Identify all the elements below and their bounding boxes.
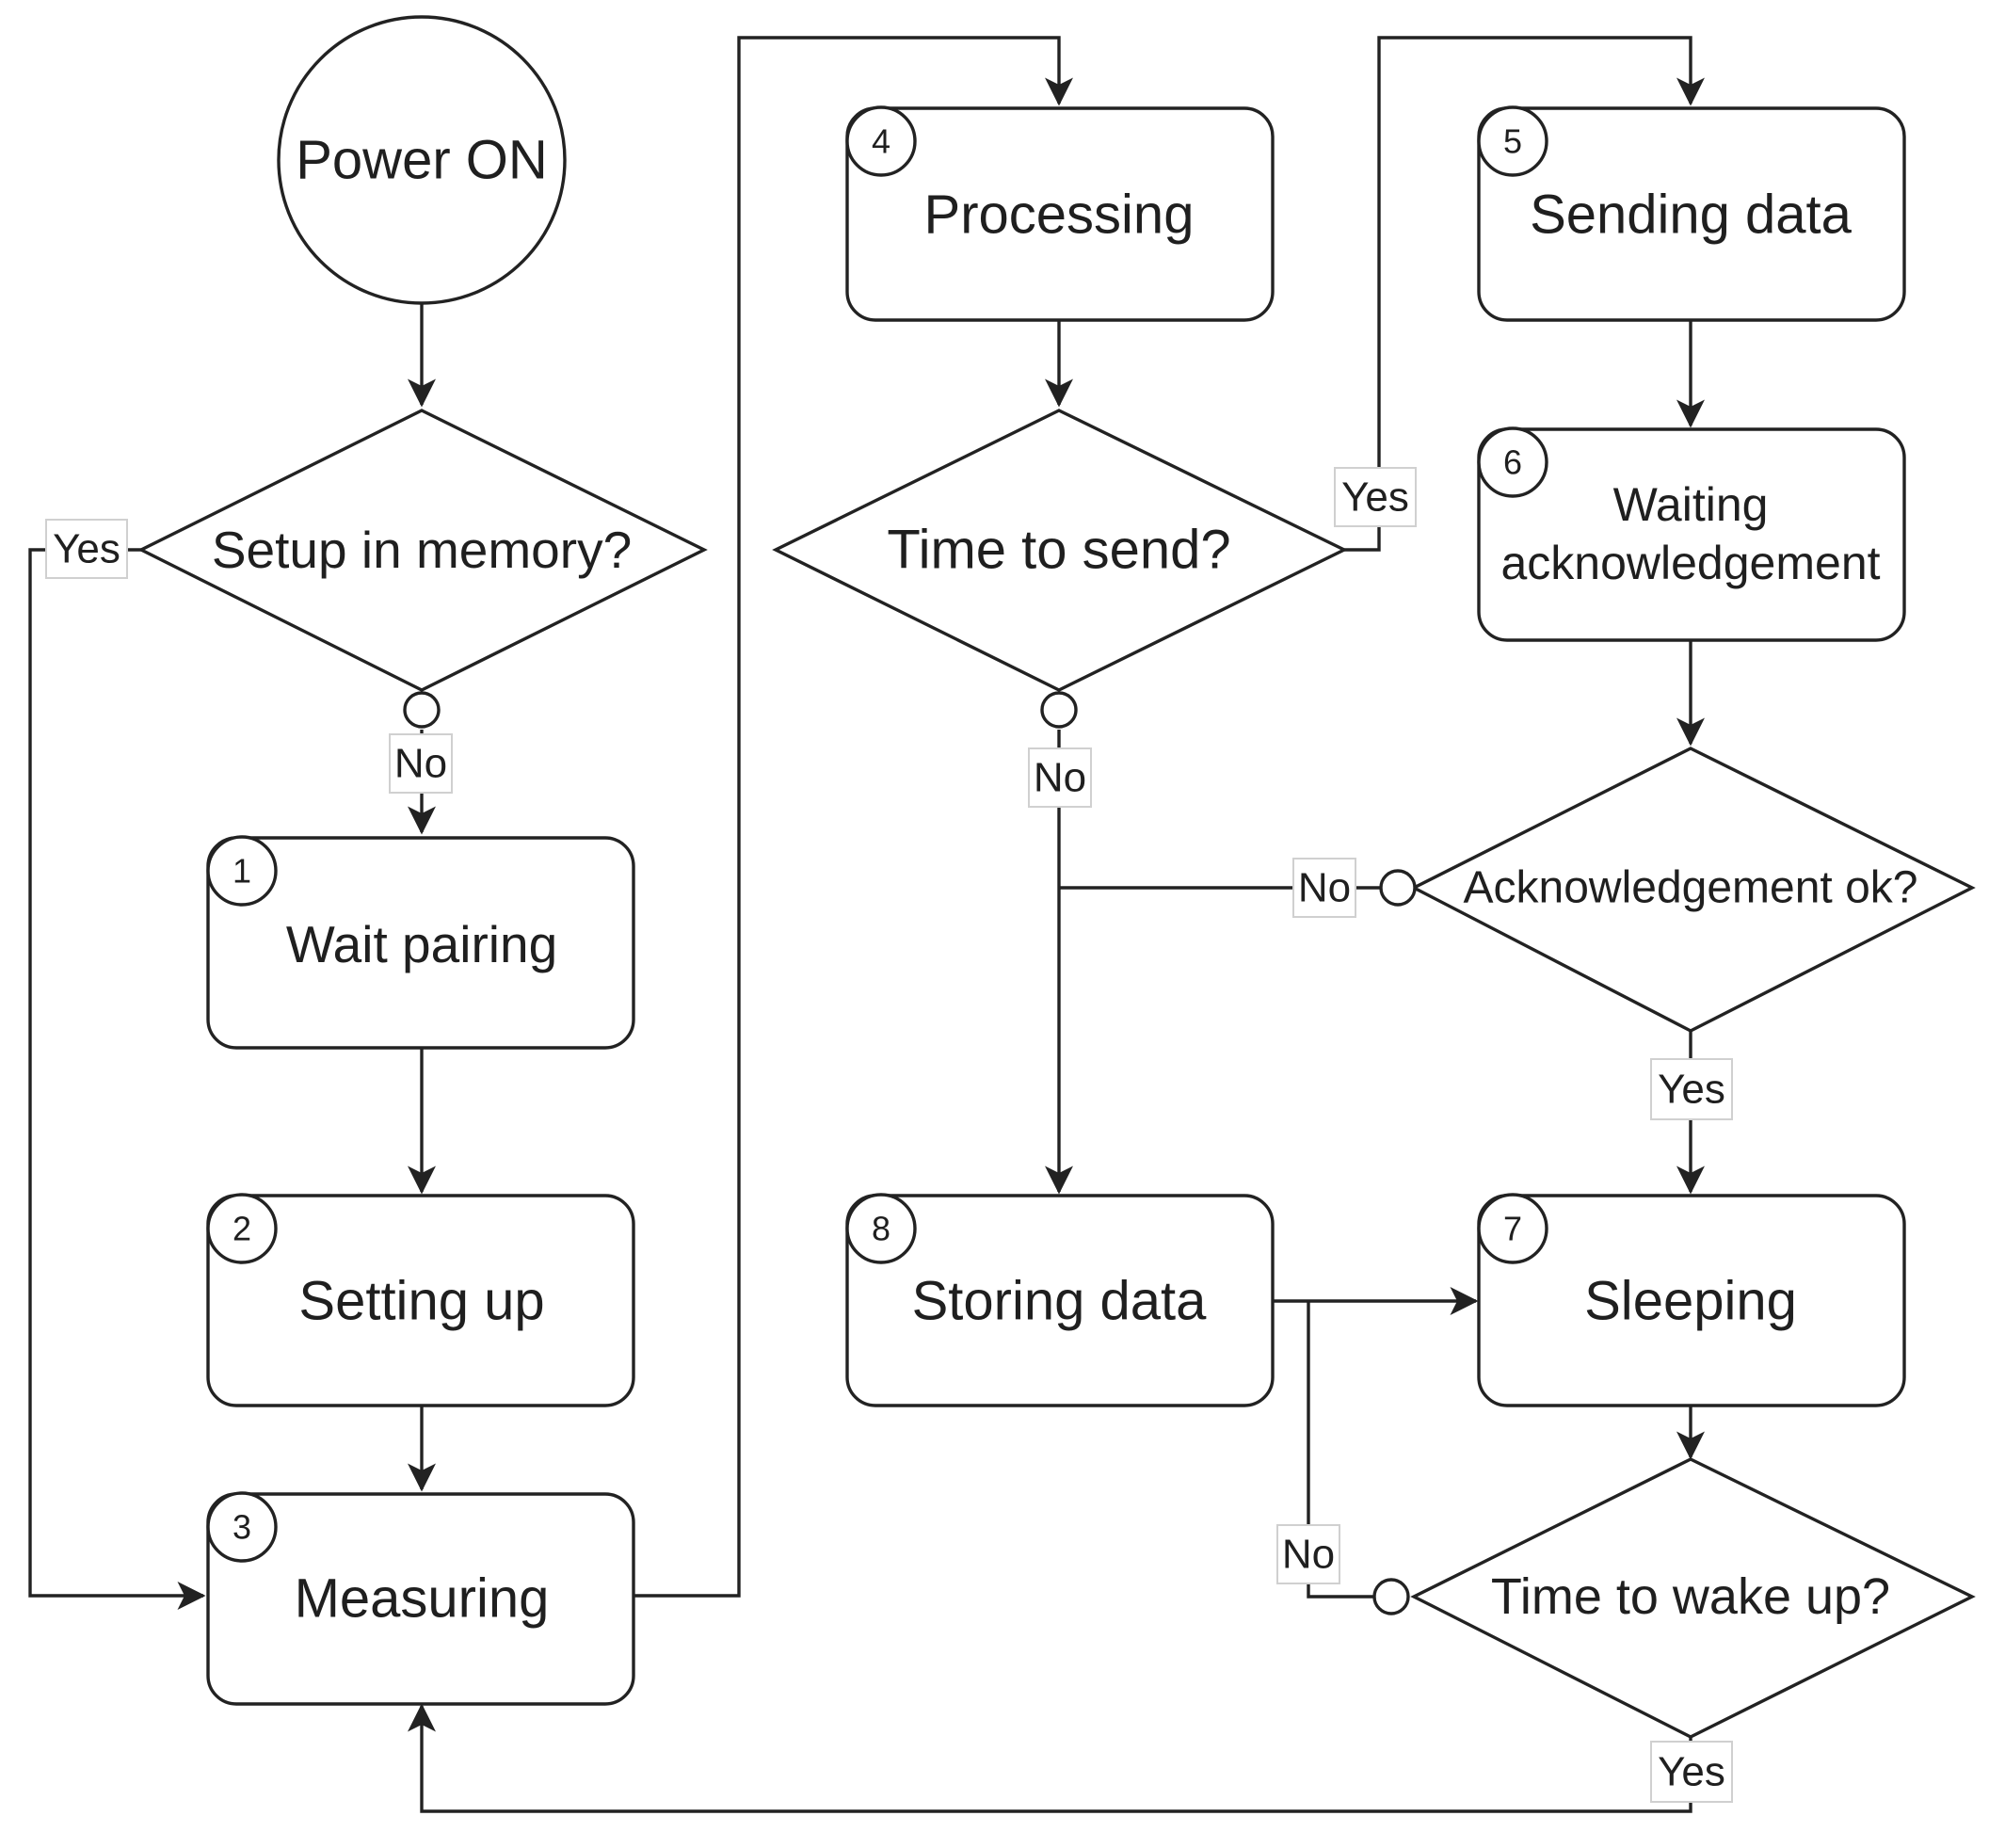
badge-3: 3 — [233, 1508, 251, 1547]
label-ack-no-text: No — [1298, 865, 1351, 911]
label-setup-yes-text: Yes — [53, 526, 120, 572]
badge-7: 7 — [1503, 1210, 1522, 1248]
decision-ack-ok: Acknowledgement ok? — [1379, 747, 1976, 1033]
label-setup-no-text: No — [394, 741, 447, 787]
edge-wake-yes — [408, 1703, 1692, 1813]
state-processing: 4 Processing — [845, 105, 1275, 322]
label-send-yes-text: Yes — [1341, 474, 1409, 521]
badge-2: 2 — [233, 1210, 251, 1248]
decision-wake-label: Time to wake up? — [1491, 1568, 1890, 1625]
edge-measuring-to-processing — [634, 36, 1073, 1598]
edge-wake-no — [1307, 1301, 1374, 1599]
state-wait-pairing-label: Wait pairing — [286, 915, 557, 973]
decision-time-to-wake: Time to wake up? — [1372, 1457, 1976, 1739]
label-wake-no: No — [1276, 1524, 1340, 1584]
badge-6: 6 — [1503, 443, 1522, 482]
decision-time-to-send: Time to send? — [772, 409, 1348, 729]
state-sleeping: 7 Sleeping — [1477, 1193, 1906, 1407]
state-processing-label: Processing — [924, 185, 1195, 246]
state-sending-data: 5 Sending data — [1477, 105, 1906, 322]
decision-send-label: Time to send? — [887, 520, 1230, 581]
edge-send-yes — [1344, 36, 1705, 552]
state-setting-up: 2 Setting up — [206, 1193, 635, 1407]
label-ack-no: No — [1292, 858, 1356, 918]
state-measuring: 3 Measuring — [206, 1491, 635, 1706]
decision-setup-label: Setup in memory? — [212, 521, 632, 579]
label-ack-yes-text: Yes — [1658, 1067, 1725, 1113]
badge-5: 5 — [1503, 122, 1522, 161]
setup-no-port — [403, 691, 441, 729]
decision-setup-in-memory: Setup in memory? — [137, 409, 708, 729]
label-wake-yes-text: Yes — [1658, 1749, 1725, 1795]
send-no-port — [1040, 691, 1078, 729]
state-waiting-ack-label-line2: acknowledgement — [1500, 537, 1880, 589]
state-storing-data: 8 Storing data — [845, 1193, 1275, 1407]
state-storing-data-label: Storing data — [912, 1271, 1208, 1332]
label-send-no-text: No — [1034, 755, 1086, 801]
label-wake-no-text: No — [1282, 1532, 1335, 1578]
label-send-yes: Yes — [1334, 467, 1417, 527]
start-node-label: Power ON — [296, 130, 548, 191]
start-node: Power ON — [277, 15, 567, 305]
label-wake-yes: Yes — [1650, 1741, 1733, 1803]
label-send-no: No — [1028, 747, 1092, 808]
badge-1: 1 — [233, 852, 251, 891]
state-waiting-ack-label-line1: Waiting — [1613, 478, 1769, 531]
state-sleeping-label: Sleeping — [1584, 1271, 1797, 1332]
state-setting-up-label: Setting up — [298, 1271, 544, 1332]
state-sending-data-label: Sending data — [1530, 185, 1853, 246]
label-ack-yes: Yes — [1650, 1058, 1733, 1120]
badge-4: 4 — [872, 122, 890, 161]
wake-no-port — [1372, 1578, 1410, 1615]
state-measuring-label: Measuring — [295, 1568, 550, 1630]
decision-ack-label: Acknowledgement ok? — [1464, 863, 1918, 913]
label-setup-yes: Yes — [45, 519, 128, 579]
ack-no-port — [1379, 869, 1417, 907]
badge-8: 8 — [872, 1210, 890, 1248]
label-setup-no: No — [389, 733, 453, 794]
state-waiting-ack: 6 Waiting acknowledgement — [1477, 426, 1906, 642]
edge-setup-yes — [28, 548, 206, 1610]
state-wait-pairing: 1 Wait pairing — [206, 835, 635, 1050]
